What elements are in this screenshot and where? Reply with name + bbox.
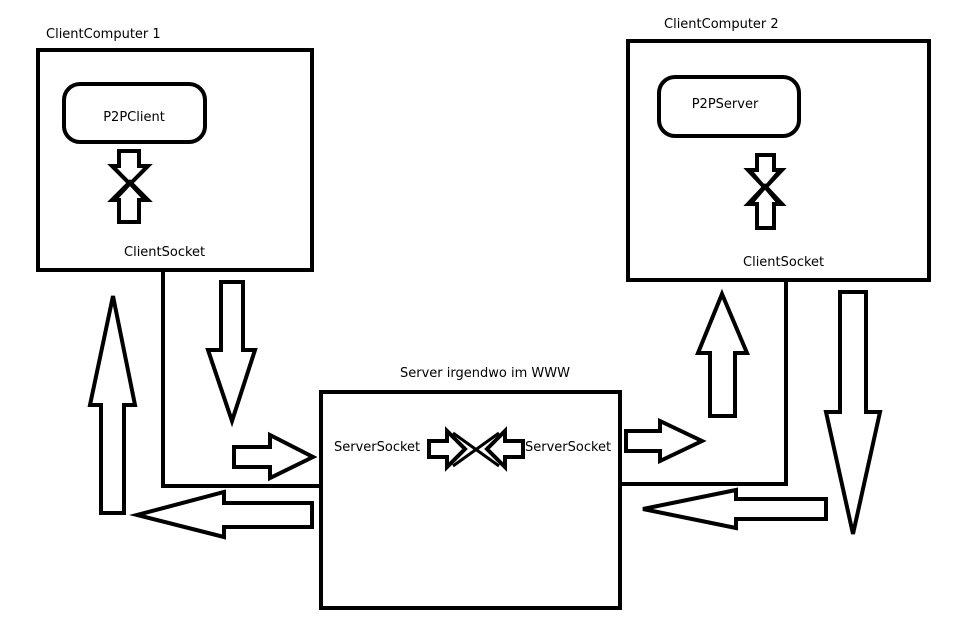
server-title: Server irgendwo im WWW xyxy=(400,366,570,381)
client2-app-box xyxy=(657,75,801,138)
client2-title: ClientComputer 2 xyxy=(664,17,779,32)
client2-to-server-left-arrow xyxy=(642,487,828,531)
client1-title: ClientComputer 1 xyxy=(46,27,161,42)
client1-server-connection-line xyxy=(161,270,321,488)
client2-socket-label: ClientSocket xyxy=(743,255,824,270)
client2-cross-line-b xyxy=(749,170,781,205)
server-right-arrow xyxy=(427,426,468,472)
server-socket-right-label: ServerSocket xyxy=(525,440,611,455)
client2-app-label: P2PServer xyxy=(692,97,759,112)
server-box xyxy=(319,390,622,610)
client1-app-box xyxy=(62,82,207,144)
client1-socket-label: ClientSocket xyxy=(124,245,205,260)
client2-server-connection-line xyxy=(620,280,788,486)
server-to-client1-left-arrow xyxy=(129,489,314,540)
client2-to-server-down-arrow xyxy=(823,290,883,535)
client1-cross-line-b xyxy=(113,166,147,202)
server-socket-left-label: ServerSocket xyxy=(334,440,420,455)
client1-app-label: P2PClient xyxy=(103,110,165,125)
server-to-client2-up-arrow xyxy=(695,288,751,418)
server-to-client2-right-arrow xyxy=(624,417,707,465)
client1-to-server-down-arrow xyxy=(205,280,258,428)
server-cross-line-b xyxy=(452,431,500,468)
server-left-arrow xyxy=(484,426,525,472)
server-to-client1-up-arrow xyxy=(87,295,138,515)
client1-to-server-right-arrow xyxy=(232,431,318,482)
